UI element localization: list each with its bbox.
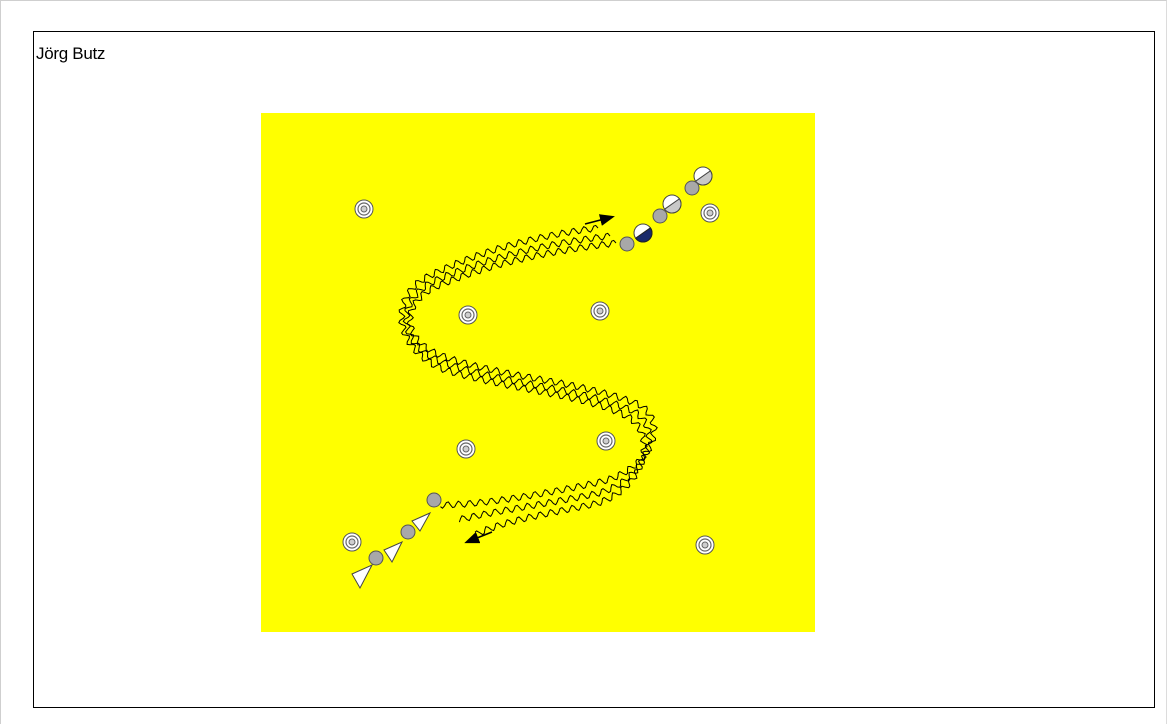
dribble-paths [398, 224, 658, 536]
cone-marker-icon [700, 203, 720, 223]
arrow-icon [584, 214, 615, 226]
team-a-players [619, 166, 713, 252]
cone-marker-icon [456, 439, 476, 459]
cone-marker-icon [342, 532, 362, 552]
pitch-area [261, 113, 815, 632]
circle-player-icon [633, 223, 653, 243]
arrow-icon [464, 531, 493, 544]
triangle-player-icon [351, 563, 374, 590]
ball-icon [652, 208, 668, 224]
triangle-player-icon [411, 511, 432, 532]
cone-marker-icon [354, 199, 374, 219]
ball-icon [619, 236, 635, 252]
cone-marker-icon [695, 535, 715, 555]
direction-arrows [464, 214, 615, 544]
dribble-path-wavy [402, 232, 653, 523]
ball-icon [400, 524, 416, 540]
circle-player-icon [662, 194, 682, 214]
ball-icon [368, 550, 384, 566]
dribble-path-wavy [406, 239, 658, 509]
dribble-path-wavy [398, 224, 648, 536]
team-b-players [351, 492, 442, 590]
cone-marker-icon [590, 301, 610, 321]
ball-icon [426, 492, 442, 508]
cone-marker-icon [596, 431, 616, 451]
author-label: Jörg Butz [36, 44, 106, 63]
cone-marker-icon [458, 305, 478, 325]
circle-player-icon [693, 166, 713, 186]
triangle-player-icon [383, 540, 404, 563]
ball-icon [684, 180, 700, 196]
